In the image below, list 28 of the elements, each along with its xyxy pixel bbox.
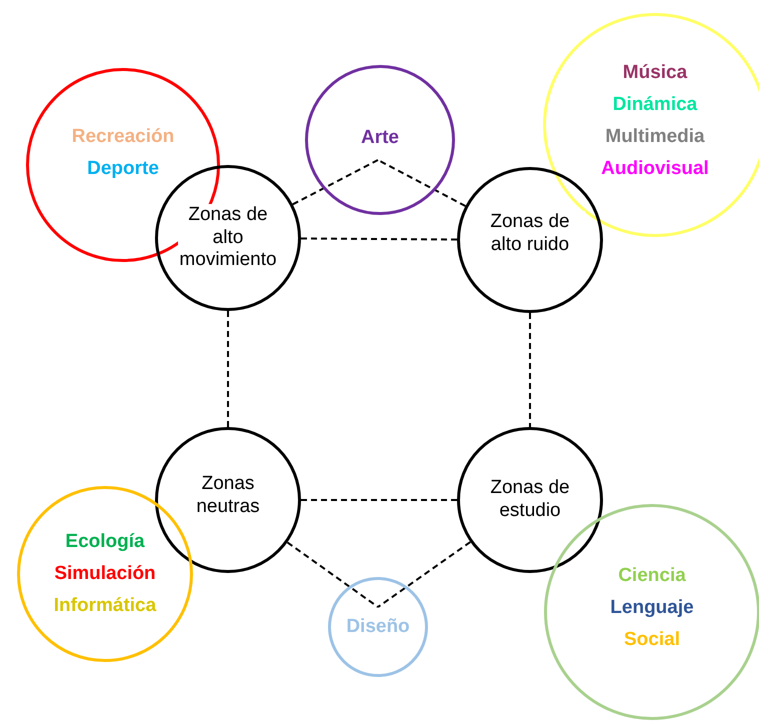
dashed-connector bbox=[301, 499, 457, 501]
subject-label: Música bbox=[622, 62, 688, 84]
dashed-connector bbox=[378, 159, 466, 207]
zone-circle bbox=[155, 427, 301, 573]
subject-label: Social bbox=[624, 629, 680, 652]
subject-label: Recreación bbox=[72, 126, 174, 148]
category-circle bbox=[328, 577, 428, 677]
dashed-connector bbox=[227, 311, 229, 427]
category-circle bbox=[305, 65, 455, 215]
zone-circle bbox=[457, 427, 603, 573]
subject-label: Multimedia bbox=[605, 126, 705, 148]
dashed-connector bbox=[292, 159, 378, 206]
subject-label: Ciencia bbox=[618, 564, 686, 587]
subject-label: Simulación bbox=[54, 562, 156, 586]
dashed-connector bbox=[301, 237, 457, 241]
subject-label: Dinámica bbox=[612, 94, 698, 116]
dashed-connector bbox=[529, 313, 531, 427]
subject-label: Arte bbox=[360, 126, 399, 150]
subject-label: Informática bbox=[54, 595, 156, 618]
zone-circle bbox=[457, 167, 603, 313]
dashed-connector bbox=[377, 541, 471, 608]
dashed-connector bbox=[286, 542, 379, 608]
subject-label: Diseño bbox=[346, 616, 410, 638]
subject-label: Ecología bbox=[65, 530, 145, 553]
category-circle bbox=[17, 486, 193, 662]
subject-label: Deporte bbox=[87, 158, 159, 180]
subject-label: Audiovisual bbox=[601, 158, 709, 180]
subject-label: Lenguaje bbox=[610, 596, 694, 620]
